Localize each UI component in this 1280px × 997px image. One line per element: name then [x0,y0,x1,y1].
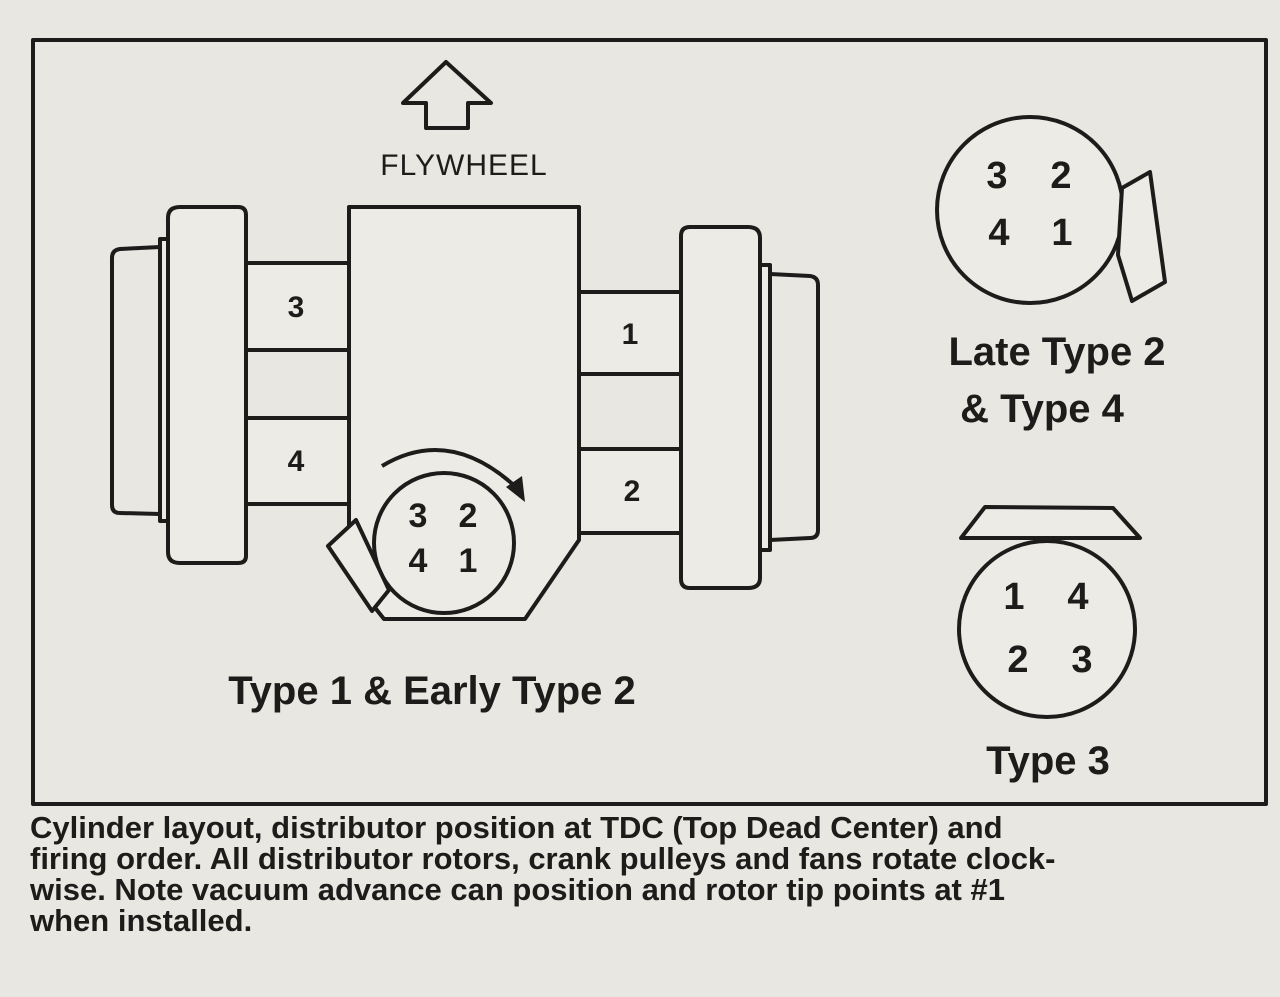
cylinder-2 [577,447,683,535]
engine-dist-1: 1 [459,542,478,580]
cylinder-1-label: 1 [622,318,639,351]
flywheel-label: FLYWHEEL [380,149,547,182]
engine-dist-3: 3 [409,497,428,535]
right-head-block [679,225,762,590]
right-head-cap [758,263,772,552]
caption-line-1: Cylinder layout, distributor position at… [30,810,1003,845]
cylinder-3 [244,261,351,352]
type3-dist-3: 3 [1071,639,1092,681]
diagram-frame [31,38,1268,806]
left-head-block [166,205,248,565]
cylinder-2-label: 2 [624,475,641,508]
late-type2-dist-1: 1 [1051,212,1072,254]
type3-dist-4: 4 [1067,576,1088,618]
type3-title: Type 3 [986,739,1110,783]
cylinder-3-label: 3 [288,291,305,324]
flywheel-arrow-icon [401,60,493,130]
type3-vacuum-advance [959,505,1142,540]
type3-dist-2: 2 [1007,639,1028,681]
engine-title: Type 1 & Early Type 2 [228,669,636,713]
rotation-arrow-icon [380,447,520,491]
late-type2-title-line2: & Type 4 [960,387,1125,431]
late-type2-distributor-cap [935,115,1125,305]
rotation-arrowhead-icon [506,476,525,502]
engine-vacuum-advance [326,518,391,613]
figure-caption: Cylinder layout, distributor position at… [30,812,1270,936]
right-head-outer [769,272,820,542]
late-type2-dist-2: 2 [1050,155,1071,197]
cylinder-4 [244,416,351,506]
engine-distributor-cap [372,471,516,615]
late-type2-dist-4: 4 [988,212,1009,254]
caption-line-4: when installed. [30,903,253,938]
engine-dist-2: 2 [459,497,478,535]
left-head-outer [110,245,161,516]
engine-dist-4: 4 [409,542,428,580]
late-type2-dist-3: 3 [986,155,1007,197]
caption-line-2: firing order. All distributor rotors, cr… [30,841,1056,876]
type3-dist-1: 1 [1003,576,1024,618]
late-type2-vacuum-advance [1116,170,1167,303]
type3-distributor-cap [957,539,1137,719]
caption-line-3: wise. Note vacuum advance can position a… [30,872,1005,907]
cylinder-4-label: 4 [288,445,305,478]
late-type2-title-line1: Late Type 2 [948,330,1165,374]
